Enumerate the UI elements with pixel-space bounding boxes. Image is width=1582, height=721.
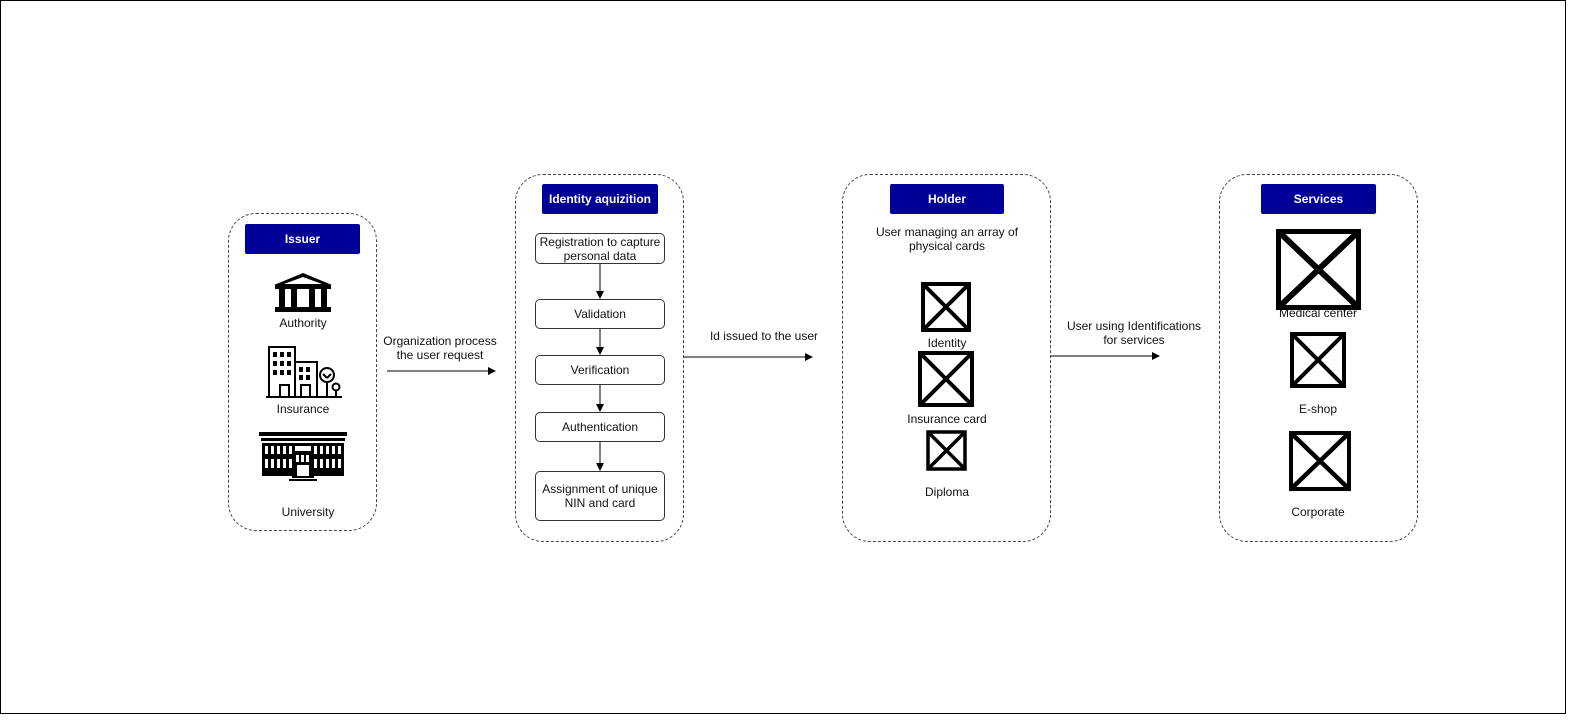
holder-description: User managing an array of physical cards <box>875 225 1019 253</box>
broken-image-icon <box>1276 229 1361 310</box>
arrow-label-id-issued: Id issued to the user <box>709 329 819 343</box>
services-item-corporate-label: Corporate <box>1291 505 1345 519</box>
identity-acquisition-header: Identity aquizition <box>542 184 658 214</box>
city-buildings-icon <box>266 346 342 398</box>
step-assignment: Assignment of unique NIN and card <box>535 471 665 521</box>
issuer-item-insurance-label: Insurance <box>276 402 330 416</box>
issuer-item-university-label: University <box>281 505 335 519</box>
identity-acquisition-panel <box>515 174 684 542</box>
bank-icon <box>274 273 332 312</box>
broken-image-icon <box>1290 332 1346 388</box>
step-registration: Registration to capture personal data <box>535 233 665 264</box>
holder-item-diploma-label: Diploma <box>924 485 969 499</box>
broken-image-icon <box>926 430 967 471</box>
holder-item-insurance-card-label: Insurance card <box>907 412 987 426</box>
holder-item-identity-label: Identity <box>927 336 967 350</box>
university-building-icon <box>259 432 347 481</box>
issuer-item-authority-label: Authority <box>279 316 327 330</box>
services-panel <box>1219 174 1418 542</box>
step-validation: Validation <box>535 299 665 329</box>
broken-image-icon <box>918 351 974 407</box>
step-verification: Verification <box>535 355 665 385</box>
holder-header: Holder <box>890 184 1004 214</box>
arrow-label-organization-process: Organization process the user request <box>383 334 497 362</box>
issuer-panel <box>228 213 377 531</box>
services-header: Services <box>1261 184 1376 214</box>
arrow-label-user-using-identifications: User using Identifications for services <box>1066 319 1202 347</box>
issuer-header: Issuer <box>245 224 360 254</box>
services-item-eshop-label: E-shop <box>1298 402 1338 416</box>
broken-image-icon <box>1289 431 1351 491</box>
broken-image-icon <box>921 282 971 332</box>
step-authentication: Authentication <box>535 412 665 442</box>
holder-panel <box>842 174 1051 542</box>
